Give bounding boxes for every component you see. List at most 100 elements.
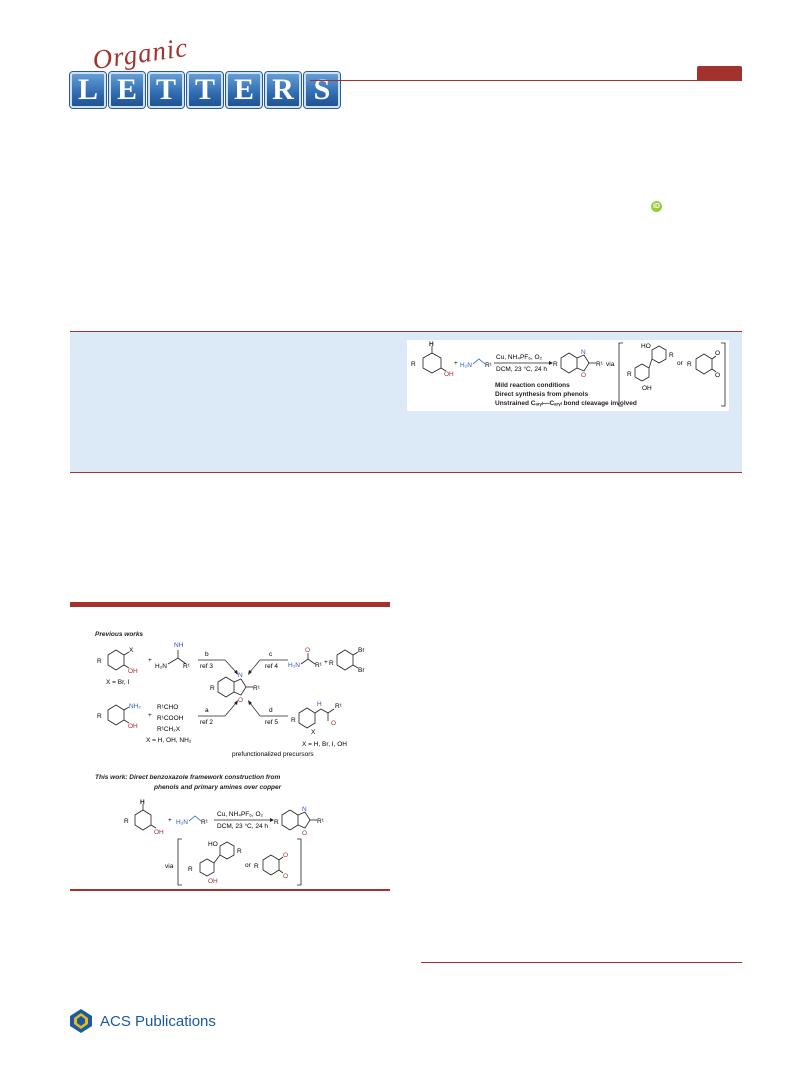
scheme-bl-nh2: NH₂ bbox=[129, 703, 141, 710]
scheme-route-d-letter: d bbox=[269, 707, 273, 714]
scheme-tw-product-n: N bbox=[302, 806, 307, 813]
scheme-tw-ho: HO bbox=[208, 841, 218, 848]
logo-letter-e: E bbox=[109, 72, 145, 108]
scheme-x-h-oh-nh2: X = H, OH, NH₂ bbox=[146, 737, 192, 744]
scheme-tw-product-r1: R¹ bbox=[317, 818, 325, 825]
scheme-dibromo-r: R bbox=[329, 660, 334, 667]
scheme-tw-conditions: DCM, 23 °C, 24 h bbox=[217, 822, 268, 830]
logo-letter-t: T bbox=[187, 72, 223, 108]
scheme-tw-quinone-o2: O bbox=[283, 873, 288, 880]
toc-scheme-svg: R H OH + H₂N R¹ Cu, NH₄PF₆, O₂ DCM, 23 °… bbox=[411, 341, 726, 407]
scheme-anilide-o: O bbox=[331, 720, 336, 727]
toc-plus: + bbox=[454, 360, 458, 367]
toc-h-label: H bbox=[429, 341, 434, 348]
scheme-tw-biphenol-r-top: R bbox=[237, 848, 242, 855]
scheme-amide-r1: R¹ bbox=[315, 662, 323, 669]
scheme-amidine-h2n: H₂N bbox=[155, 663, 167, 670]
logo-letter-r: R bbox=[265, 72, 301, 108]
toc-highlight-1: Mild reaction conditions bbox=[495, 382, 570, 389]
scheme-tw-r: R bbox=[124, 818, 129, 825]
toc-or: or bbox=[677, 360, 684, 367]
toc-product-r1: R¹ bbox=[596, 361, 604, 368]
scheme-bl-r: R bbox=[97, 713, 102, 720]
logo-letter-l: L bbox=[70, 72, 106, 108]
scheme-anilide-x: X bbox=[311, 729, 316, 736]
toc-product-r: R bbox=[553, 361, 558, 368]
logo-letter-t: T bbox=[148, 72, 184, 108]
scheme-tw-product-r: R bbox=[274, 819, 279, 826]
scheme-plus-4: + bbox=[168, 817, 172, 824]
toc-highlight-3: Unstrained Cₐᵣᵧₗ—Cₐᵣᵧₗ bond cleavage inv… bbox=[495, 400, 637, 407]
scheme-tl-oh: OH bbox=[128, 668, 138, 675]
scheme-br-1: Br bbox=[358, 647, 365, 654]
scheme-route-b-letter: b bbox=[205, 651, 209, 658]
toc-quinone-o2: O bbox=[715, 372, 720, 379]
scheme-plus-3: + bbox=[148, 712, 152, 719]
scheme-bl-oh: OH bbox=[128, 723, 138, 730]
scheme-tw-h2n: H₂N bbox=[176, 819, 188, 826]
scheme-tw-or: or bbox=[245, 862, 252, 869]
scheme-x-h-br-i-oh: X = H, Br, I, OH bbox=[302, 741, 347, 748]
scheme-amidine-r1: R¹ bbox=[183, 663, 191, 670]
scheme-x-br-i: X = Br, I bbox=[106, 679, 129, 686]
toc-quinone-r: R bbox=[687, 361, 692, 368]
toc-oh-label: OH bbox=[444, 371, 454, 378]
scheme-amide-h2n: H₂N bbox=[288, 662, 300, 669]
acs-hexagon-icon bbox=[70, 1009, 92, 1033]
scheme-this-work-line1: This work: Direct benzoxazole framework … bbox=[95, 774, 281, 781]
toc-biphenol-r-left: R bbox=[627, 371, 632, 378]
scheme-tw-quinone-r: R bbox=[254, 863, 259, 870]
scheme-route-c-letter: c bbox=[269, 651, 273, 658]
scheme-figure: Previous works R X OH X = Br, I + NH H₂N… bbox=[70, 610, 390, 888]
scheme-tl-r: R bbox=[97, 658, 102, 665]
footnote-rule bbox=[421, 962, 742, 963]
header-rule bbox=[310, 80, 742, 81]
scheme-br-2: Br bbox=[358, 667, 365, 674]
scheme-anilide-r1: R¹ bbox=[335, 703, 343, 710]
scheme-route-b-ref: ref 3 bbox=[200, 663, 213, 670]
scheme-svg: Previous works R X OH X = Br, I + NH H₂N… bbox=[95, 631, 365, 886]
toc-via: via bbox=[606, 361, 615, 368]
scheme-tw-product-o: O bbox=[302, 830, 307, 837]
scheme-center-r: R bbox=[210, 685, 215, 692]
acs-publications-text: ACS Publications bbox=[100, 1012, 216, 1030]
orcid-icon[interactable]: iD bbox=[651, 201, 662, 212]
scheme-reagent-a-1: R¹CHO bbox=[157, 704, 178, 711]
toc-quinone-o1: O bbox=[715, 350, 720, 357]
acs-publications-logo: ACS Publications bbox=[68, 1006, 248, 1036]
toc-r1-label: R¹ bbox=[485, 362, 493, 369]
scheme-anilide-nh: H bbox=[317, 701, 322, 708]
scheme-tw-via: via bbox=[165, 863, 174, 870]
scheme-amidine-nh: NH bbox=[174, 642, 184, 649]
scheme-tw-reagents: Cu, NH₄PF₆, O₂ bbox=[217, 811, 264, 818]
toc-ho-label: HO bbox=[641, 343, 651, 350]
scheme-amide-o: O bbox=[305, 647, 310, 654]
scheme-reagent-a-2: R¹COOH bbox=[157, 715, 184, 722]
scheme-prefunctionalized: prefunctionalized precursors bbox=[232, 751, 314, 758]
scheme-tl-x: X bbox=[129, 647, 134, 654]
scheme-route-a-letter: a bbox=[205, 707, 209, 714]
scheme-anilide-r: R bbox=[291, 717, 296, 724]
logo-letter-e: E bbox=[226, 72, 262, 108]
scheme-tw-biphenol-oh: OH bbox=[208, 878, 218, 885]
scheme-center-r1: R¹ bbox=[253, 685, 261, 692]
scheme-tw-biphenol-r-left: R bbox=[188, 866, 193, 873]
scheme-plus-1: + bbox=[148, 657, 152, 664]
toc-highlight-2: Direct synthesis from phenols bbox=[495, 391, 589, 398]
scheme-center-o: O bbox=[238, 697, 243, 704]
scheme-route-c-ref: ref 4 bbox=[265, 663, 278, 670]
scheme-rule-top bbox=[70, 602, 390, 607]
scheme-route-a-ref: ref 2 bbox=[200, 719, 213, 726]
toc-conditions: DCM, 23 °C, 24 h bbox=[496, 365, 547, 373]
scheme-rule-bottom bbox=[70, 889, 390, 891]
scheme-tw-quinone-o1: O bbox=[283, 852, 288, 859]
toc-biphenol-r-top: R bbox=[669, 352, 674, 359]
scheme-reagent-a-3: R¹CH₂X bbox=[157, 726, 181, 733]
journal-letters-logo: L E T T E R S bbox=[70, 72, 340, 108]
scheme-this-work-line2: phenols and primary amines over copper bbox=[153, 784, 282, 791]
toc-product-o: O bbox=[581, 372, 586, 379]
toc-graphic: R H OH + H₂N R¹ Cu, NH₄PF₆, O₂ DCM, 23 °… bbox=[407, 340, 729, 411]
scheme-tw-oh: OH bbox=[154, 829, 164, 836]
toc-r-label: R bbox=[411, 361, 416, 368]
scheme-tw-h: H bbox=[140, 799, 145, 806]
